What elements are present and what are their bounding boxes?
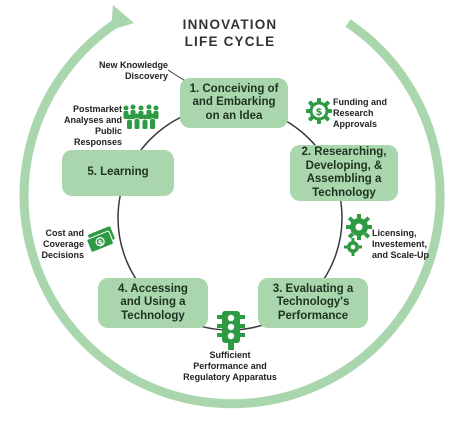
traffic-light-icon xyxy=(217,311,245,350)
note-licensing-line-2: Investement, xyxy=(372,239,428,249)
stage-3-line-3: Performance xyxy=(277,309,349,322)
note-postmarket: Postmarket Analyses and Public Responses xyxy=(48,104,122,148)
stage-3-box: 3. Evaluating a Technology's Performance xyxy=(258,278,368,328)
stage-3-line-1: 3. Evaluating a xyxy=(272,282,354,295)
stage-1-line-1: 1. Conceiving of xyxy=(189,82,279,95)
outer-cycle-arrowhead xyxy=(111,5,134,30)
note-regulatory-line-3: Regulatory Apparatus xyxy=(183,372,277,382)
note-postmarket-line-3: Public Responses xyxy=(73,126,122,147)
stage-2-line-1: 2. Researching, xyxy=(301,146,387,158)
stage-2-line-4: Technology xyxy=(312,186,376,199)
note-knowledge-discovery: New Knowledge Discovery xyxy=(82,60,168,82)
note-funding-line-2: Research xyxy=(333,108,374,118)
stage-1-line-2: and Embarking xyxy=(192,96,276,109)
note-licensing: Licensing, Investement, and Scale-Up xyxy=(372,228,452,261)
title-line-2: LIFE CYCLE xyxy=(184,34,276,49)
diagram-title: INNOVATION LIFE CYCLE xyxy=(150,16,310,50)
stage-1-line-3: on an Idea xyxy=(205,109,263,122)
note-postmarket-line-1: Postmarket xyxy=(72,104,122,114)
note-regulatory: Sufficient Performance and Regulatory Ap… xyxy=(170,350,290,383)
note-cost-line-2: Coverage xyxy=(42,239,84,249)
note-knowledge-line-1: New Knowledge xyxy=(98,60,168,70)
note-postmarket-line-2: Analyses and xyxy=(63,115,122,125)
stage-4-line-2: and Using a xyxy=(120,296,186,309)
stage-4-line-3: Technology xyxy=(121,309,185,322)
crowd-icon xyxy=(123,104,159,129)
svg-text:$: $ xyxy=(316,107,323,118)
note-knowledge-line-2: Discovery xyxy=(124,71,168,81)
note-regulatory-line-2: Performance and xyxy=(193,361,267,371)
note-funding: Funding and Research Approvals xyxy=(333,97,423,130)
stage-4-box: 4. Accessing and Using a Technology xyxy=(98,278,208,328)
outer-cycle-arrow xyxy=(19,14,445,409)
stage-5-line-1: 5. Learning xyxy=(87,166,149,179)
stage-2-line-2: Developing, & xyxy=(305,159,383,172)
note-cost: Cost and Coverage Decisions xyxy=(28,228,84,261)
note-cost-line-3: Decisions xyxy=(41,250,84,260)
note-funding-line-1: Funding and xyxy=(333,97,387,107)
note-funding-line-3: Approvals xyxy=(333,119,378,129)
title-line-1: INNOVATION xyxy=(182,17,278,32)
svg-text:$: $ xyxy=(97,238,105,247)
money-icon: $ xyxy=(86,226,115,253)
stage-5-box: 5. Learning xyxy=(62,150,174,196)
dollar-gear-icon: $ xyxy=(306,98,332,124)
stage-2-box: 2. Researching, Developing, & Assembling… xyxy=(290,145,398,201)
stage-1-box: 1. Conceiving of and Embarking on an Ide… xyxy=(180,78,288,128)
note-regulatory-line-1: Sufficient xyxy=(209,350,251,360)
note-licensing-line-1: Licensing, xyxy=(372,228,417,238)
stage-2-line-3: Assembling a xyxy=(306,173,382,185)
gears-icon xyxy=(344,214,372,256)
note-licensing-line-3: and Scale-Up xyxy=(372,250,430,260)
stage-3-line-2: Technology's xyxy=(276,296,350,309)
stage-4-line-1: 4. Accessing xyxy=(118,282,188,295)
note-cost-line-1: Cost and xyxy=(45,228,84,238)
